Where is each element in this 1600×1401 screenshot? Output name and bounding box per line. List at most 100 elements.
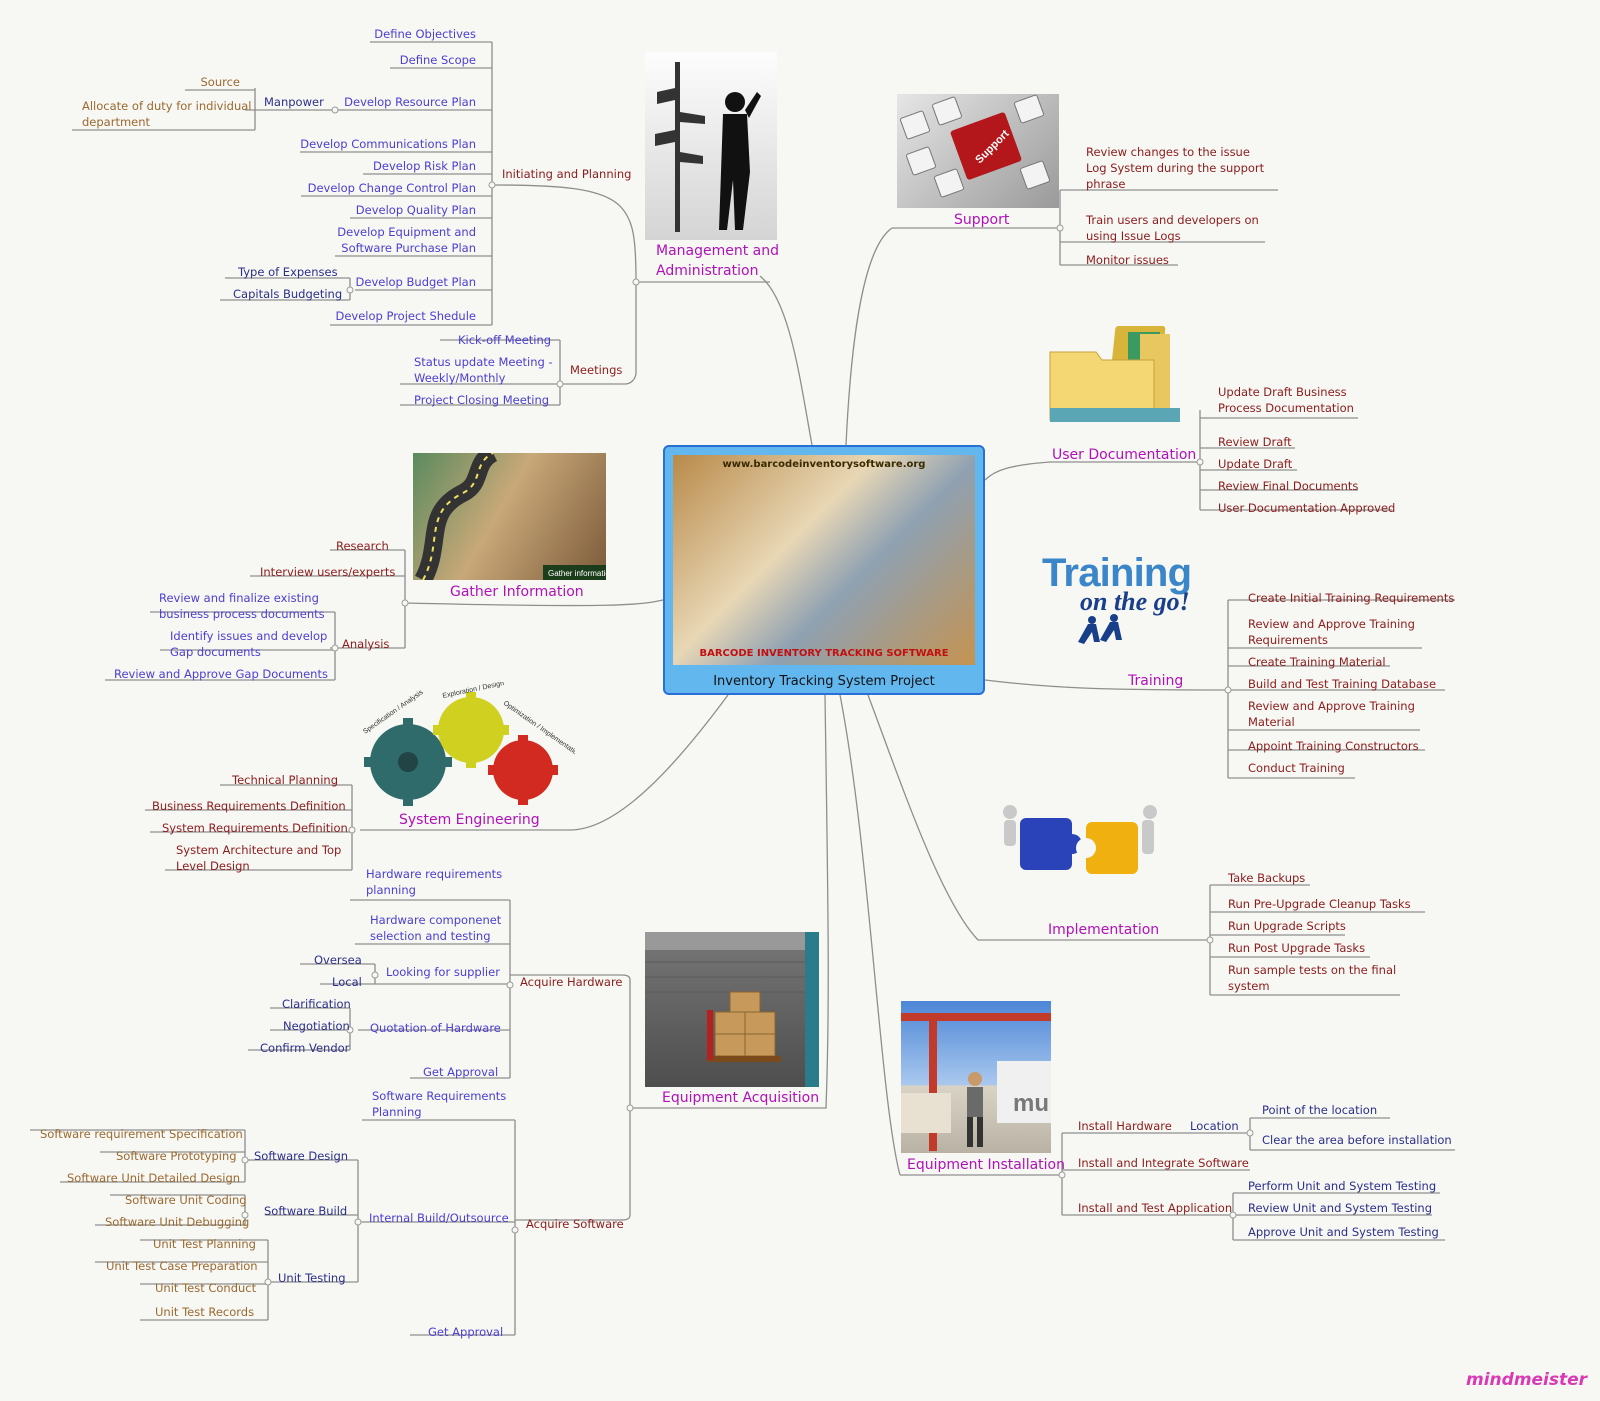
interview[interactable]: Interview users/experts xyxy=(260,565,396,579)
svg-text:mu: mu xyxy=(1013,1090,1049,1117)
meeting-item[interactable]: Project Closing Meeting xyxy=(414,393,550,407)
topic-training[interactable]: Training xyxy=(1128,673,1184,689)
topic-equipment-installation[interactable]: Equipment Installation xyxy=(907,1157,1065,1173)
center-node[interactable]: www.barcodeinventorysoftware.org BARCODE… xyxy=(663,445,985,695)
manpower[interactable]: Manpower xyxy=(264,95,324,109)
mgmt-item[interactable]: Develop Communications Plan xyxy=(300,137,476,151)
training-item[interactable]: Appoint Training Constructors xyxy=(1248,739,1419,753)
install-integrate-software[interactable]: Install and Integrate Software xyxy=(1078,1156,1249,1170)
topic-support[interactable]: Support xyxy=(954,212,1010,228)
sw-get-approval[interactable]: Get Approval xyxy=(428,1325,504,1339)
install-test-application[interactable]: Install and Test Application xyxy=(1078,1201,1233,1215)
location-item[interactable]: Clear the area before installation xyxy=(1262,1133,1452,1147)
test-item[interactable]: Review Unit and System Testing xyxy=(1248,1201,1433,1215)
mgmt-item[interactable]: Define Objectives xyxy=(374,27,476,41)
training-item[interactable]: Conduct Training xyxy=(1248,761,1345,775)
analysis-item[interactable]: Review and Approve Gap Documents xyxy=(114,667,328,681)
mgmt-item[interactable]: Develop Equipment and Software Purchase … xyxy=(337,225,476,255)
implementation-item[interactable]: Run sample tests on the final system xyxy=(1228,963,1397,993)
quotation-item[interactable]: Confirm Vendor xyxy=(260,1041,350,1055)
meeting-item[interactable]: Status update Meeting - Weekly/Monthly xyxy=(414,355,553,385)
meeting-item[interactable]: Kick-off Meeting xyxy=(458,333,552,347)
manpower-item[interactable]: Source xyxy=(200,75,241,89)
swbuild-item[interactable]: Software Unit Coding xyxy=(125,1193,247,1207)
unit-testing[interactable]: Unit Testing xyxy=(278,1271,346,1285)
unittesting-item[interactable]: Unit Test Records xyxy=(155,1305,255,1319)
analysis-item[interactable]: Identify issues and develop Gap document… xyxy=(170,629,328,659)
topic-gather-information[interactable]: Gather Information xyxy=(450,584,584,600)
quotation-item[interactable]: Clarification xyxy=(282,997,351,1011)
center-title: Inventory Tracking System Project xyxy=(713,674,935,689)
location[interactable]: Location xyxy=(1190,1119,1239,1133)
support-item[interactable]: Train users and developers on using Issu… xyxy=(1086,213,1259,243)
analysis[interactable]: Analysis xyxy=(342,637,390,651)
unittesting-item[interactable]: Unit Test Case Preparation xyxy=(106,1259,258,1273)
research[interactable]: Research xyxy=(336,539,389,553)
syseng-item[interactable]: System Requirements Definition xyxy=(162,821,348,835)
training-item[interactable]: Build and Test Training Database xyxy=(1248,677,1437,691)
mgmt-item[interactable]: Develop Quality Plan xyxy=(355,203,476,217)
userdoc-item[interactable]: Update Draft xyxy=(1218,457,1293,471)
software-design[interactable]: Software Design xyxy=(254,1149,349,1163)
quotation-item[interactable]: Negotiation xyxy=(283,1019,350,1033)
budget-item[interactable]: Capitals Budgeting xyxy=(233,287,343,301)
training-item[interactable]: Review and Approve Training Requirements xyxy=(1248,617,1415,647)
mgmt-item[interactable]: Develop Project Shedule xyxy=(335,309,476,323)
mgmt-item[interactable]: Develop Change Control Plan xyxy=(307,181,476,195)
swdesign-item[interactable]: Software Unit Detailed Design xyxy=(67,1171,241,1185)
hw-req-planning[interactable]: Hardware requirements planning xyxy=(366,867,503,897)
swdesign-item[interactable]: Software requirement Specification xyxy=(40,1127,243,1141)
mgmt-item[interactable]: Develop Risk Plan xyxy=(373,159,476,173)
topic-implementation[interactable]: Implementation xyxy=(1048,922,1160,938)
userdoc-item[interactable]: Review Draft xyxy=(1218,435,1292,449)
mgmt-item[interactable]: Define Scope xyxy=(399,53,476,67)
training-item[interactable]: Create Training Material xyxy=(1248,655,1386,669)
manpower-item[interactable]: Allocate of duty for individual departme… xyxy=(82,99,252,129)
analysis-item[interactable]: Review and finalize existing business pr… xyxy=(159,591,325,621)
syseng-item[interactable]: Business Requirements Definition xyxy=(152,799,346,813)
acquire-hardware[interactable]: Acquire Hardware xyxy=(520,975,623,989)
swbuild-item[interactable]: Software Unit Debugging xyxy=(105,1215,250,1229)
support-item[interactable]: Review changes to the issue Log System d… xyxy=(1086,145,1265,191)
mgmt-item[interactable]: Develop Budget Plan xyxy=(355,275,476,289)
training-item[interactable]: Review and Approve Training Material xyxy=(1248,699,1415,729)
software-build[interactable]: Software Build xyxy=(264,1204,348,1218)
topic-user-documentation[interactable]: User Documentation xyxy=(1052,447,1197,463)
test-item[interactable]: Perform Unit and System Testing xyxy=(1248,1179,1437,1193)
supplier-item[interactable]: Local xyxy=(332,975,362,989)
mindmeister-logo[interactable]: mindmeister xyxy=(1466,1370,1588,1390)
topic-equipment-acquisition[interactable]: Equipment Acquisition xyxy=(662,1090,820,1106)
looking-supplier[interactable]: Looking for supplier xyxy=(386,965,500,979)
initiating-planning[interactable]: Initiating and Planning xyxy=(502,167,632,181)
folders-image xyxy=(1046,322,1184,430)
supplier-item[interactable]: Oversea xyxy=(314,953,362,967)
test-item[interactable]: Approve Unit and System Testing xyxy=(1248,1225,1439,1239)
userdoc-item[interactable]: User Documentation Approved xyxy=(1218,501,1396,515)
quotation[interactable]: Quotation of Hardware xyxy=(370,1021,501,1035)
implementation-item[interactable]: Run Pre-Upgrade Cleanup Tasks xyxy=(1228,897,1411,911)
implementation-item[interactable]: Run Post Upgrade Tasks xyxy=(1228,941,1366,955)
implementation-item[interactable]: Run Upgrade Scripts xyxy=(1228,919,1346,933)
location-item[interactable]: Point of the location xyxy=(1262,1103,1378,1117)
topic-system-engineering[interactable]: System Engineering xyxy=(399,812,540,828)
sw-req-planning[interactable]: Software Requirements Planning xyxy=(372,1089,507,1119)
swdesign-item[interactable]: Software Prototyping xyxy=(116,1149,237,1163)
training-item[interactable]: Create Initial Training Requirements xyxy=(1248,591,1455,605)
acquire-software[interactable]: Acquire Software xyxy=(526,1217,624,1231)
syseng-item[interactable]: Technical Planning xyxy=(232,773,338,787)
meetings[interactable]: Meetings xyxy=(570,363,623,377)
internal-build[interactable]: Internal Build/Outsource xyxy=(369,1211,509,1225)
topic-management[interactable]: Management and Administration xyxy=(656,243,780,279)
syseng-item[interactable]: System Architecture and Top Level Design xyxy=(176,843,342,873)
unittesting-item[interactable]: Unit Test Planning xyxy=(153,1237,256,1251)
userdoc-item[interactable]: Update Draft Business Process Documentat… xyxy=(1218,385,1354,415)
implementation-item[interactable]: Take Backups xyxy=(1228,871,1306,885)
hw-component[interactable]: Hardware componenet selection and testin… xyxy=(370,913,502,943)
install-hardware[interactable]: Install Hardware xyxy=(1078,1119,1172,1133)
userdoc-item[interactable]: Review Final Documents xyxy=(1218,479,1359,493)
budget-item[interactable]: Type of Expenses xyxy=(238,265,338,279)
unittesting-item[interactable]: Unit Test Conduct xyxy=(155,1281,257,1295)
mgmt-item[interactable]: Develop Resource Plan xyxy=(344,95,476,109)
hw-get-approval[interactable]: Get Approval xyxy=(423,1065,499,1079)
support-item[interactable]: Monitor issues xyxy=(1086,253,1169,267)
